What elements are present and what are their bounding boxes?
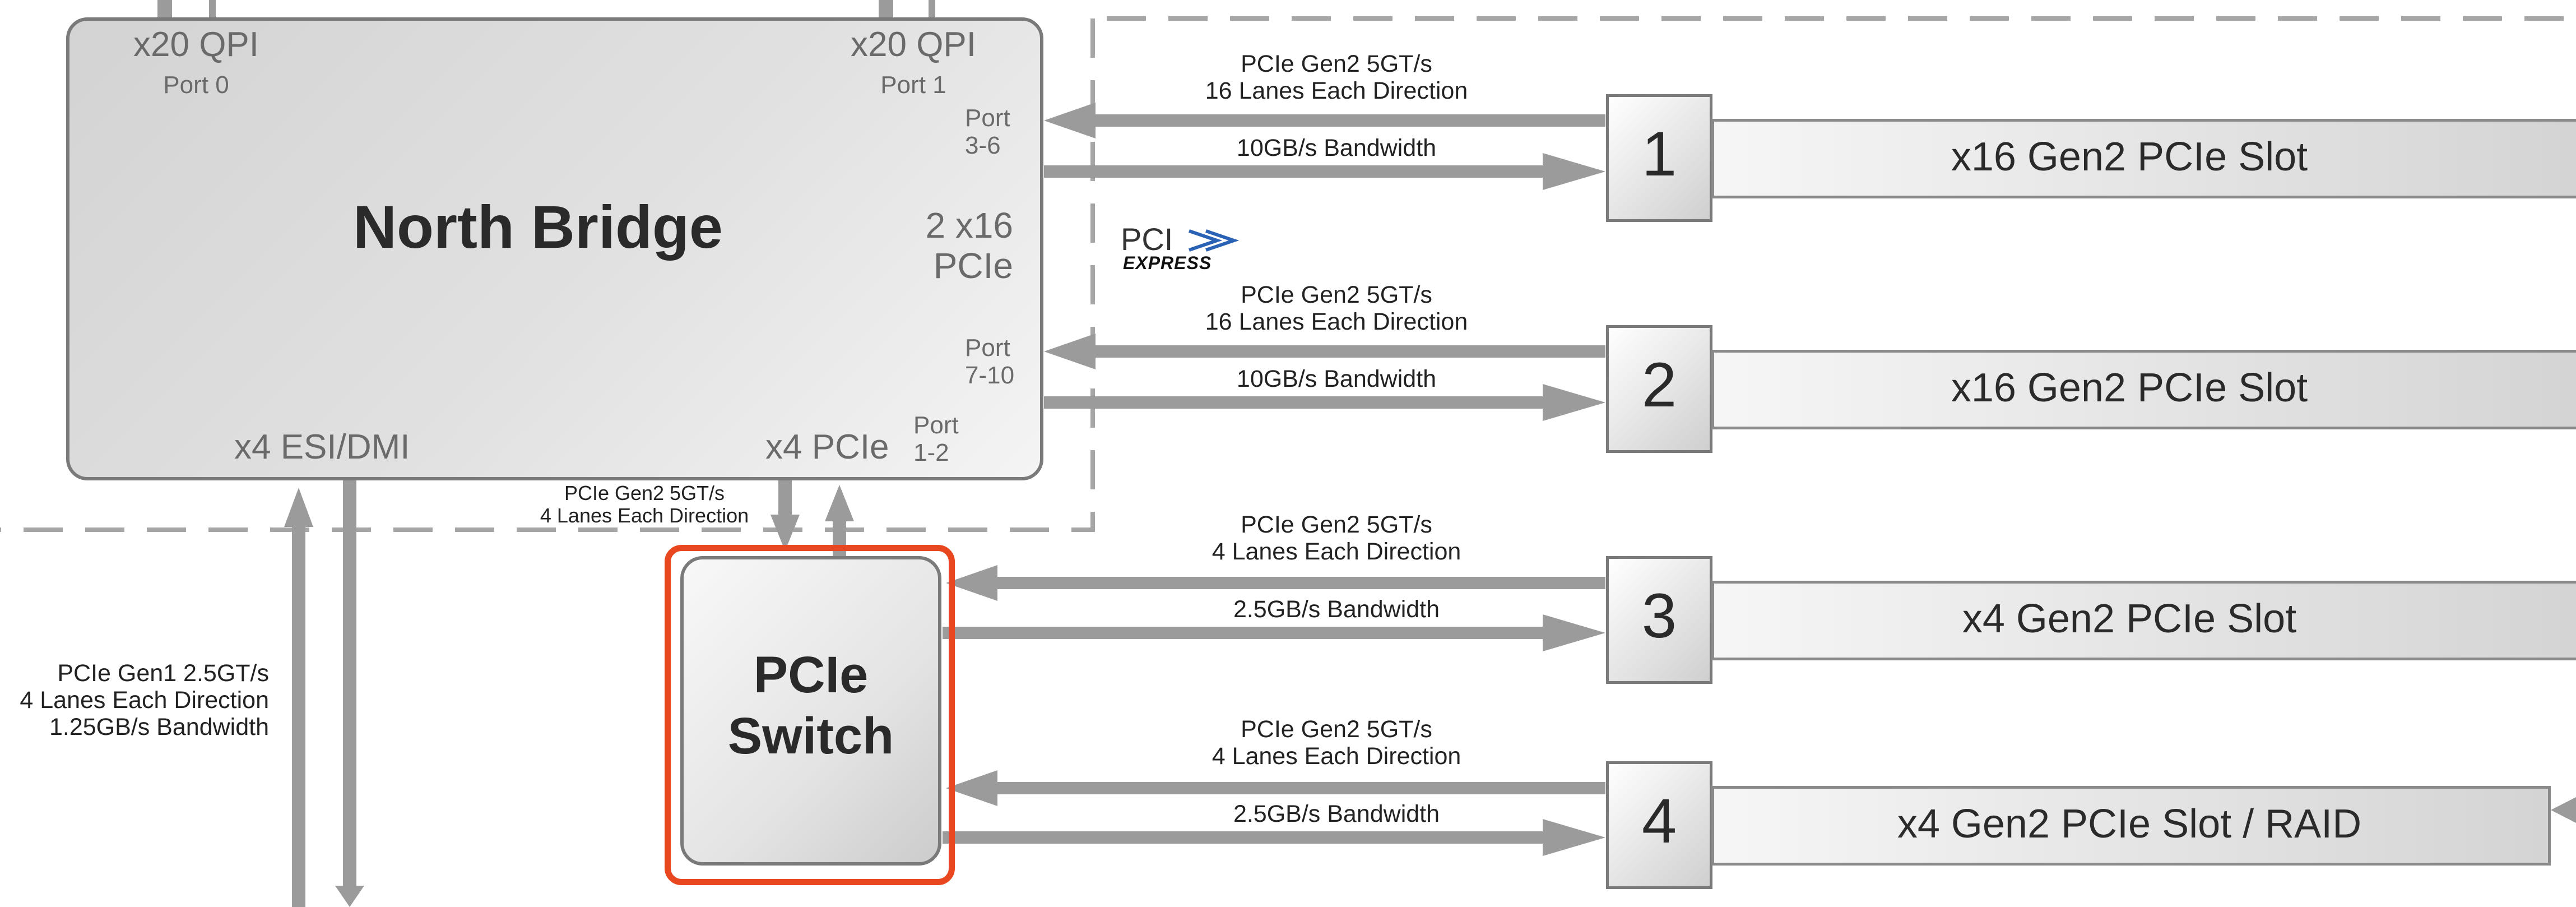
slot-2-bandwidth: 10GB/s Bandwidth [1236, 365, 1437, 392]
slot-4-number-box [1606, 761, 1712, 889]
north-bridge-title: North Bridge [353, 193, 723, 261]
slot-3-number: 3 [1641, 581, 1677, 651]
esi-link-arrows [284, 480, 364, 907]
pci-express-logo: PCI EXPRESS [1121, 221, 1255, 275]
qpi1-connector-thin [929, 0, 935, 19]
slot-1-number: 1 [1641, 119, 1677, 189]
slot-3-number-box [1606, 556, 1712, 684]
port-7-10-label: Port 7-10 [965, 334, 1015, 390]
qpi0-port: Port 0 [163, 71, 229, 99]
slot-2-link-arrows [1044, 334, 1605, 421]
qpi0-connector [157, 0, 172, 19]
pci-logo-text: PCI [1121, 221, 1173, 257]
pcie-switch-title: PCIe Switch [727, 646, 894, 765]
slot-2-link-label: PCIe Gen2 5GT/s 16 Lanes Each Direction [1205, 281, 1468, 336]
switch-highlight [665, 545, 955, 885]
slot-1-number-box [1606, 94, 1712, 222]
slot-3-bandwidth: 2.5GB/s Bandwidth [1233, 596, 1440, 623]
slot-3-link-arrows [943, 565, 1605, 651]
slot-2-number: 2 [1641, 350, 1677, 420]
esi-dmi-label: x4 ESI/DMI [234, 428, 410, 466]
express-logo-text: EXPRESS [1123, 253, 1212, 273]
qpi1-connector [879, 0, 893, 19]
pcie-switch-box [680, 556, 941, 866]
qpi0-label: x20 QPI [133, 25, 259, 64]
slot-1-bandwidth: 10GB/s Bandwidth [1236, 135, 1437, 161]
esi-link-label: PCIe Gen1 2.5GT/s 4 Lanes Each Direction… [20, 660, 269, 741]
slot-4-link-arrows [943, 770, 1605, 856]
pci-logo-chevrons [1189, 229, 1240, 252]
qpi1-label: x20 QPI [851, 25, 976, 64]
slot-1-link-arrows [1044, 103, 1605, 190]
nb-switch-link-label: PCIe Gen2 5GT/s 4 Lanes Each Direction [540, 482, 749, 527]
slot-4-bandwidth: 2.5GB/s Bandwidth [1233, 800, 1440, 827]
dashed-boundary [0, 16, 2576, 532]
x4-pcie-label: x4 PCIe [765, 428, 889, 466]
port-3-6-label: Port 3-6 [965, 104, 1010, 160]
qpi1-port: Port 1 [880, 71, 946, 99]
slot-2-bar [1711, 350, 2576, 429]
north-bridge-box [66, 17, 1043, 480]
slot-4-label: x4 Gen2 PCIe Slot / RAID [1897, 802, 2362, 846]
slot-2-number-box [1606, 325, 1712, 453]
slot-3-bar [1711, 581, 2576, 660]
slot-3-label: x4 Gen2 PCIe Slot [1962, 596, 2297, 641]
qpi0-connector-thin [209, 0, 216, 19]
slot-1-bar [1711, 119, 2576, 198]
port-1-2-label: Port 1-2 [913, 411, 959, 467]
slot-2-label: x16 Gen2 PCIe Slot [1951, 365, 2308, 410]
slot-4-link-label: PCIe Gen2 5GT/s 4 Lanes Each Direction [1212, 716, 1461, 770]
slot-4-number: 4 [1641, 786, 1677, 856]
slot-1-label: x16 Gen2 PCIe Slot [1951, 135, 2308, 179]
slot-1-link-label: PCIe Gen2 5GT/s 16 Lanes Each Direction [1205, 50, 1468, 105]
slot-4-right-arrow [2551, 797, 2576, 823]
pcie-2x16-label: 2 x16 PCIe [925, 205, 1013, 286]
slot-3-link-label: PCIe Gen2 5GT/s 4 Lanes Each Direction [1212, 511, 1461, 566]
slot-4-bar [1711, 786, 2551, 866]
